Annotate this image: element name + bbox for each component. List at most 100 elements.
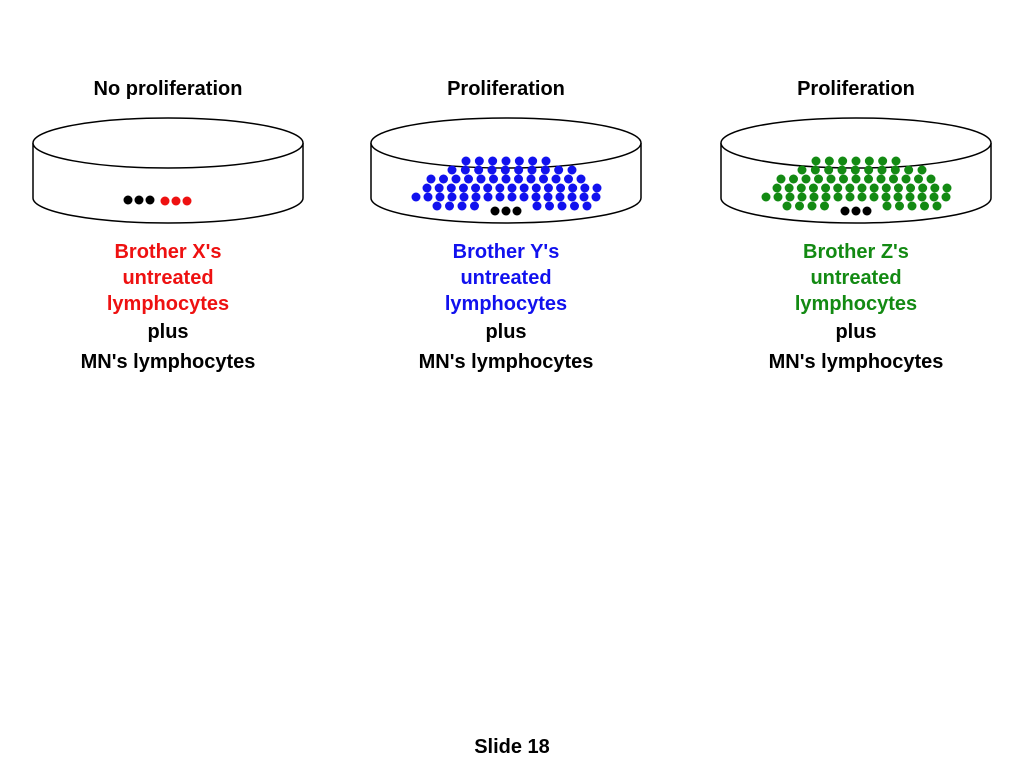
brother-cell: [422, 183, 432, 193]
brother-cell: [845, 183, 855, 193]
brother-cell: [820, 201, 829, 211]
brother-cell: [942, 183, 952, 193]
mn-cell: [862, 206, 872, 216]
brother-cell: [869, 183, 879, 193]
brother-cell: [926, 174, 936, 184]
brother-cell: [487, 165, 497, 175]
brother-cell: [784, 183, 794, 193]
mn-cell: [145, 195, 155, 205]
brother-cell: [932, 201, 942, 211]
brother-cell: [797, 165, 807, 175]
brother-cell: [782, 201, 792, 211]
brother-cell: [519, 192, 529, 202]
mn-cell: [851, 206, 861, 216]
brother-cell: [439, 174, 448, 184]
brother-cell: [551, 174, 561, 184]
brother-cell: [435, 192, 445, 202]
brother-cell: [531, 183, 541, 193]
dish-caption: Brother Z's untreated lymphocytes plus M…: [706, 239, 1006, 375]
brother-cell: [920, 201, 929, 211]
mn-cell: [501, 206, 511, 216]
brother-cell: [483, 183, 493, 193]
brother-cell: [580, 183, 590, 193]
brother-cell: [476, 174, 486, 184]
brother-cell: [851, 156, 861, 166]
brother-cell: [917, 192, 927, 202]
brother-cell: [821, 183, 831, 193]
brother-cell: [821, 192, 831, 202]
brother-cell: [489, 174, 498, 184]
plus-label: plus: [485, 321, 527, 343]
brother-cell: [890, 165, 900, 175]
brother-cell: [495, 192, 505, 202]
brother-cell: [795, 201, 804, 211]
brother-cell: [761, 192, 771, 202]
mn-cell: [512, 206, 522, 216]
culture-dish-icon: [370, 117, 642, 224]
brother-cell: [556, 183, 566, 193]
brother-cell: [917, 165, 927, 175]
brother-cell: [519, 183, 529, 193]
brother-cell: [857, 183, 867, 193]
brother-cell: [810, 165, 820, 175]
brother-cell: [532, 201, 542, 211]
brother-cell: [833, 183, 843, 193]
brother-cell: [540, 165, 550, 175]
brother-cell: [893, 183, 903, 193]
brother-cell: [160, 196, 170, 206]
brother-cell: [458, 183, 468, 193]
brother-cell: [807, 201, 817, 211]
brother-cell: [808, 183, 818, 193]
brother-cell: [545, 201, 554, 211]
mn-cell: [123, 195, 133, 205]
mn-cell: [134, 195, 144, 205]
brother-cell: [471, 192, 481, 202]
brother-cell: [471, 183, 481, 193]
brother-cell: [411, 192, 421, 202]
brother-cell: [447, 192, 457, 202]
brother-cell: [445, 201, 454, 211]
brother-cell: [772, 183, 782, 193]
dish-title: Proliferation: [797, 78, 915, 100]
brother-cell: [568, 183, 578, 193]
brother-cell: [824, 156, 834, 166]
cell-cluster: [411, 156, 602, 216]
brother-cell: [474, 156, 484, 166]
culture-dish-icon: [720, 117, 992, 224]
brother-cell: [500, 165, 510, 175]
brother-cell: [869, 192, 879, 202]
brother-cell: [850, 165, 860, 175]
brother-cell: [801, 174, 811, 184]
dish-caption: Brother X's untreated lymphocytes plus M…: [18, 239, 318, 375]
brother-cell: [567, 192, 577, 202]
brother-cell: [809, 192, 819, 202]
brother-cell: [876, 174, 886, 184]
brother-cell: [591, 192, 601, 202]
caption-line: lymphocytes: [794, 293, 918, 315]
brother-cell: [877, 165, 887, 175]
brother-cell: [930, 183, 940, 193]
brother-cell: [826, 174, 836, 184]
brother-cell: [814, 174, 823, 184]
brother-cell: [543, 183, 553, 193]
brother-cell: [895, 201, 904, 211]
brother-cell: [904, 165, 914, 175]
brother-cell: [501, 156, 511, 166]
dish-title: No proliferation: [93, 78, 243, 100]
brother-cell: [881, 192, 891, 202]
brother-cell: [889, 174, 898, 184]
brother-cell: [434, 183, 444, 193]
brother-cell: [531, 192, 541, 202]
brother-cell: [432, 201, 442, 211]
brother-cell: [785, 192, 795, 202]
brother-cell: [881, 183, 891, 193]
caption-line: Brother Z's: [803, 241, 909, 263]
dish-panel-brother-x: No proliferation Brother X's untreated l…: [18, 75, 318, 375]
brother-cell: [929, 192, 939, 202]
brother-cell: [447, 165, 457, 175]
brother-cell: [543, 192, 553, 202]
brother-cell: [564, 174, 573, 184]
dish-caption: Brother Y's untreated lymphocytes plus M…: [356, 239, 656, 375]
brother-cell: [837, 165, 847, 175]
brother-cell: [470, 201, 479, 211]
